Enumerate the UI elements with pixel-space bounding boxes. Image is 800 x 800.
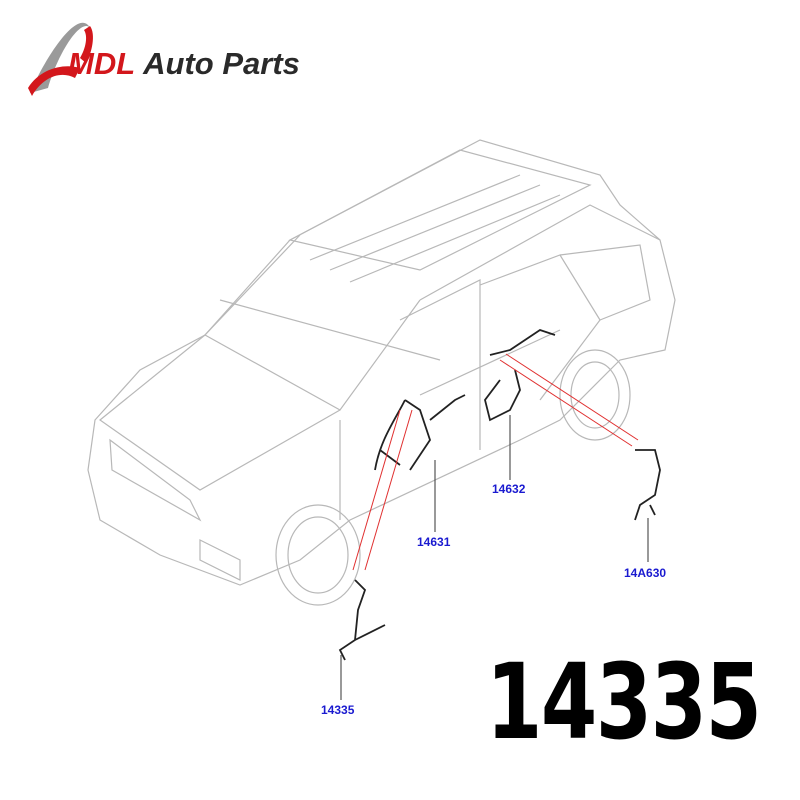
leader-lines — [352, 353, 639, 571]
vehicle-outline — [87, 139, 676, 606]
logo-mdl: MDL — [68, 46, 136, 81]
logo-swoosh-icon — [28, 22, 93, 96]
logo-auto-parts: Auto Parts — [143, 46, 300, 81]
callout-14a630[interactable]: 14A630 — [624, 566, 667, 580]
callout-14631[interactable]: 14631 — [417, 535, 451, 549]
callout-14335[interactable]: 14335 — [321, 703, 355, 717]
harness-lines — [338, 329, 661, 661]
callout-lines — [340, 415, 649, 700]
part-number-heading: 14335 — [486, 641, 762, 763]
callout-14632[interactable]: 14632 — [492, 482, 526, 496]
